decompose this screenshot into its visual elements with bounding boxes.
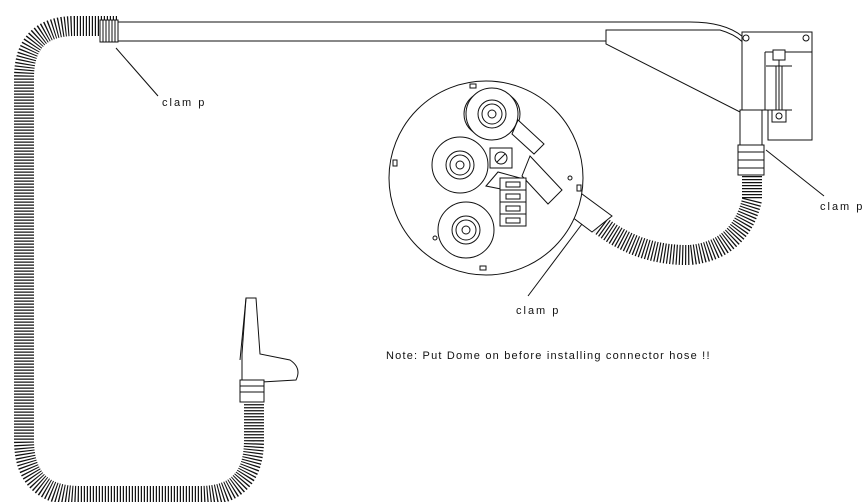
clamp-leader-top-left — [115, 47, 159, 97]
clamp-leader-center — [527, 223, 583, 297]
clamp-leader-right — [765, 149, 825, 197]
clamp-label-top-left: clam p — [162, 97, 206, 109]
connector-hose-right — [559, 176, 762, 266]
motor-3 — [437, 201, 495, 259]
installation-note: Note: Put Dome on before installing conn… — [386, 350, 711, 362]
clamp-label-right: clam p — [820, 201, 863, 213]
motor-1 — [463, 87, 521, 141]
wall-bracket — [737, 31, 813, 176]
terminal-strip — [499, 177, 527, 227]
clamp-label-center: clam p — [516, 305, 560, 317]
hose-handle — [239, 297, 299, 403]
power-unit-dome — [388, 80, 584, 276]
switch-module — [489, 147, 513, 169]
flexible-hose-left — [14, 16, 264, 502]
motor-2 — [431, 136, 489, 194]
